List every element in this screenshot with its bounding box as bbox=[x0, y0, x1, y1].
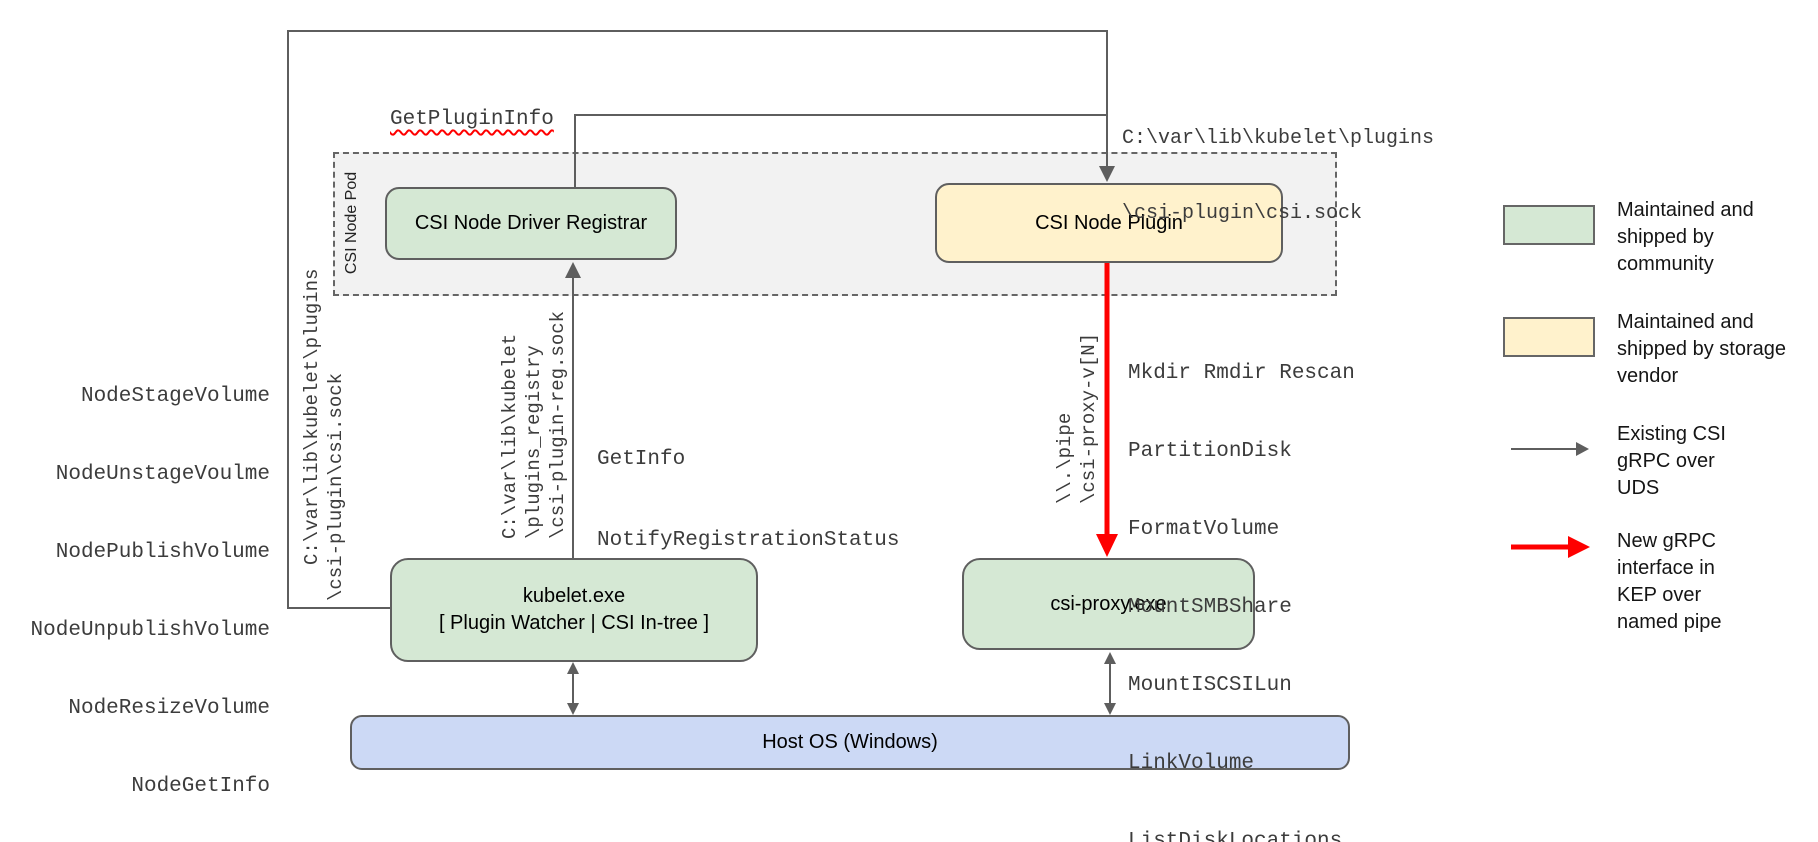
list-item: MountISCSILun bbox=[1128, 674, 1292, 697]
arrowhead-into-registrar bbox=[565, 262, 581, 278]
list-item: ListDiskLocations bbox=[1128, 830, 1343, 842]
list-item: FormatVolume bbox=[1128, 518, 1280, 541]
plugin-socket-path-vertical: C:\var\lib\kubelet\plugins \csi-plugin\c… bbox=[301, 268, 347, 601]
proxy-hostos-arrowhead-down bbox=[1104, 703, 1116, 715]
node-csi-proxy: csi-proxy.exe bbox=[962, 558, 1255, 650]
kubelet-hostos-arrowhead-down bbox=[567, 703, 579, 715]
legend-vendor-text: Maintained and shipped by storage vendor bbox=[1617, 311, 1787, 387]
named-pipe-path-vertical: \\.\pipe \csi-proxy-v[N] bbox=[1054, 332, 1100, 504]
legend-vendor-swatch bbox=[1503, 317, 1595, 357]
proxy-hostos-arrowhead-up bbox=[1104, 652, 1116, 664]
list-item: NodeStageVolume bbox=[80, 385, 270, 408]
get-plugin-info-label: GetPluginInfo bbox=[390, 108, 554, 131]
arrowhead-into-plugin bbox=[1099, 166, 1115, 182]
kubelet-label-line1: kubelet.exe bbox=[522, 585, 626, 607]
legend-gray-arrowhead bbox=[1576, 442, 1589, 456]
registration-calls-label: GetInfo NotifyRegistrationStatus bbox=[597, 448, 900, 552]
registry-socket-path-vertical: C:\var\lib\kubelet \plugins_registry \cs… bbox=[499, 310, 569, 539]
kubelet-to-plugin-connector bbox=[287, 30, 1108, 609]
kubelet-hostos-arrowhead-up bbox=[567, 662, 579, 674]
list-item: PartitionDisk bbox=[1128, 440, 1292, 463]
list-item: NodeResizeVolume bbox=[68, 697, 270, 720]
list-item: Mkdir Rmdir Rescan bbox=[1128, 362, 1355, 385]
legend-existing-grpc-text: Existing CSI gRPC over UDS bbox=[1617, 423, 1726, 499]
red-arrowhead-into-proxy bbox=[1096, 534, 1118, 557]
legend-new-grpc-text: New gRPC interface in KEP over named pip… bbox=[1617, 530, 1722, 633]
list-item: NodeUnpublishVolume bbox=[30, 619, 270, 642]
node-csi-node-plugin: CSI Node Plugin bbox=[935, 183, 1283, 263]
registrar-to-plugin-connector bbox=[574, 114, 1107, 187]
legend-community-swatch bbox=[1503, 205, 1595, 245]
list-item: MountSMBShare bbox=[1128, 596, 1292, 619]
list-item: NodePublishVolume bbox=[55, 541, 270, 564]
legend-red-arrowhead bbox=[1568, 536, 1590, 558]
node-host-os: Host OS (Windows) bbox=[350, 715, 1350, 770]
kubelet-label-line2: [ Plugin Watcher | CSI In-tree ] bbox=[438, 612, 710, 634]
csi-node-calls-list: NodeStageVolume NodeUnstageVoulme NodePu… bbox=[28, 332, 270, 842]
kubelet-socket-path-label: C:\var\lib\kubelet\plugins \csi-plugin\c… bbox=[1122, 127, 1435, 225]
registrar-label: CSI Node Driver Registrar bbox=[414, 212, 648, 234]
node-kubelet: kubelet.exe [ Plugin Watcher | CSI In-tr… bbox=[390, 558, 758, 662]
legend-community-text: Maintained and shipped by community bbox=[1617, 199, 1754, 275]
node-csi-node-driver-registrar: CSI Node Driver Registrar bbox=[385, 187, 677, 260]
list-item: NodeUnstageVoulme bbox=[55, 463, 270, 486]
list-item: LinkVolume bbox=[1128, 752, 1255, 775]
list-item: NodeGetInfo bbox=[131, 775, 270, 798]
plugin-label: CSI Node Plugin bbox=[1035, 211, 1183, 234]
csi-proxy-label: csi-proxy.exe bbox=[1050, 592, 1167, 615]
csi-proxy-calls-list: Mkdir Rmdir Rescan PartitionDisk FormatV… bbox=[1128, 309, 1355, 842]
host-os-label: Host OS (Windows) bbox=[762, 731, 938, 753]
